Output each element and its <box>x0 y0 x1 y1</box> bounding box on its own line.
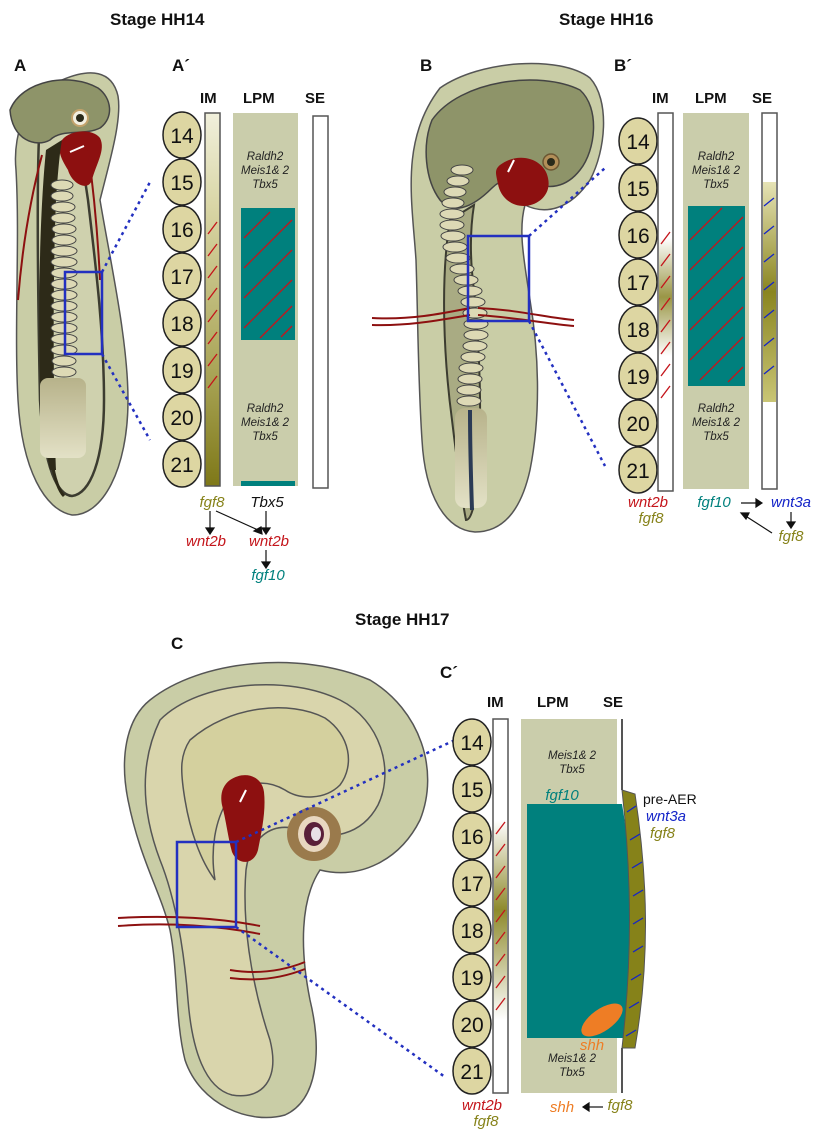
col-se-b: SE <box>752 90 772 107</box>
somite-c-17: 17 <box>460 873 483 896</box>
stage-hh14-title: Stage HH14 <box>110 10 205 29</box>
col-lpm-b: LPM <box>695 90 727 107</box>
col-im-b: IM <box>652 90 669 107</box>
somite-a-21: 21 <box>170 454 193 477</box>
shh-label-c: shh <box>580 1037 604 1054</box>
col-im-a: IM <box>200 90 217 107</box>
col-lpm-a: LPM <box>243 90 275 107</box>
somite-c-14: 14 <box>460 732 484 755</box>
meis-a-top: Meis1& 2 <box>241 165 290 177</box>
fgf8-label-b-se: fgf8 <box>778 528 804 545</box>
panel-b-prime-diagram: IM LPM SE 14 15 16 17 18 19 20 21 <box>619 90 811 545</box>
fgf8-label-b-im: fgf8 <box>638 510 664 527</box>
tbx5-c-top: Tbx5 <box>559 764 585 776</box>
im-bar-a <box>205 113 220 486</box>
panel-c-prime-diagram: IM LPM SE 14 15 16 17 18 19 20 21 <box>453 694 697 1130</box>
meis-c-bottom: Meis1& 2 <box>548 1053 597 1065</box>
stage-hh17-title: Stage HH17 <box>355 610 449 629</box>
somite-b-15: 15 <box>626 178 649 201</box>
somite-a-18: 18 <box>170 313 193 336</box>
tbx5-label-a: Tbx5 <box>250 494 284 511</box>
embryo-hh14-illustration <box>10 73 150 515</box>
embryo-hh16-illustration <box>372 63 605 532</box>
somite-a-14: 14 <box>170 125 194 148</box>
raldh2-b-bottom: Raldh2 <box>698 403 735 415</box>
col-lpm-c: LPM <box>537 694 569 711</box>
stage-hh16-title: Stage HH16 <box>559 10 653 29</box>
raldh2-a-bottom: Raldh2 <box>247 403 284 415</box>
fgf10-domain-c <box>527 804 631 1038</box>
fgf8-label-a: fgf8 <box>199 494 225 511</box>
fgf8-label-c-bottom: fgf8 <box>607 1097 633 1114</box>
panel-b-prime-label: B´ <box>614 56 632 75</box>
meis-b-top: Meis1& 2 <box>692 165 741 177</box>
col-se-c: SE <box>603 694 623 711</box>
tbx5-b-bottom: Tbx5 <box>703 431 729 443</box>
somite-column-a <box>163 112 201 487</box>
wnt2b-label-a1: wnt2b <box>186 533 226 550</box>
col-im-c: IM <box>487 694 504 711</box>
tbx5-a-top: Tbx5 <box>252 179 278 191</box>
somite-column-b <box>619 118 657 493</box>
panel-a-prime-label: A´ <box>172 56 190 75</box>
somite-b-19: 19 <box>626 366 649 389</box>
somite-c-16: 16 <box>460 826 483 849</box>
somite-b-14: 14 <box>626 131 650 154</box>
panel-c-label: C <box>171 634 183 653</box>
tbx5-a-bottom: Tbx5 <box>252 431 278 443</box>
somite-a-17: 17 <box>170 266 193 289</box>
somite-b-17: 17 <box>626 272 649 295</box>
wnt3a-label-b: wnt3a <box>771 494 811 511</box>
tbx5-c-bottom: Tbx5 <box>559 1067 585 1079</box>
tbx5-b-top: Tbx5 <box>703 179 729 191</box>
meis-b-bottom: Meis1& 2 <box>692 417 741 429</box>
somite-c-21: 21 <box>460 1061 483 1084</box>
somite-c-19: 19 <box>460 967 483 990</box>
somite-a-15: 15 <box>170 172 193 195</box>
somite-a-19: 19 <box>170 360 193 383</box>
fgf10-label-c: fgf10 <box>545 787 579 804</box>
somite-column-c <box>453 719 491 1094</box>
embryo-hh17-illustration <box>118 663 455 1118</box>
pre-aer-label: pre-AER <box>643 791 697 807</box>
se-bar-a <box>313 116 328 488</box>
panel-a-label: A <box>14 56 26 75</box>
panel-b-label: B <box>420 56 432 75</box>
meis-a-bottom: Meis1& 2 <box>241 417 290 429</box>
somite-b-18: 18 <box>626 319 649 342</box>
somite-b-21: 21 <box>626 460 649 483</box>
somite-a-20: 20 <box>170 407 193 430</box>
wnt3a-label-c: wnt3a <box>646 808 686 825</box>
fgf8-label-c-se: fgf8 <box>650 825 676 842</box>
somite-b-16: 16 <box>626 225 649 248</box>
meis-c-top: Meis1& 2 <box>548 750 597 762</box>
panel-c-prime-label: C´ <box>440 663 458 682</box>
raldh2-b-top: Raldh2 <box>698 151 735 163</box>
somite-a-16: 16 <box>170 219 193 242</box>
fgf10-label-b: fgf10 <box>697 494 731 511</box>
somite-c-20: 20 <box>460 1014 483 1037</box>
panel-a-prime-diagram: IM LPM SE 14 15 16 17 18 19 20 21 Raldh <box>163 90 328 584</box>
col-se-a: SE <box>305 90 325 107</box>
fgf10-label-a: fgf10 <box>251 567 285 584</box>
fgf8-label-c-im: fgf8 <box>473 1113 499 1130</box>
shh-label-c-bottom: shh <box>550 1099 574 1116</box>
raldh2-a-top: Raldh2 <box>247 151 284 163</box>
wnt2b-label-a2: wnt2b <box>249 533 289 550</box>
wnt2b-label-b: wnt2b <box>628 494 668 511</box>
somite-c-15: 15 <box>460 779 483 802</box>
wnt2b-label-c: wnt2b <box>462 1097 502 1114</box>
somite-b-20: 20 <box>626 413 649 436</box>
somite-c-18: 18 <box>460 920 483 943</box>
